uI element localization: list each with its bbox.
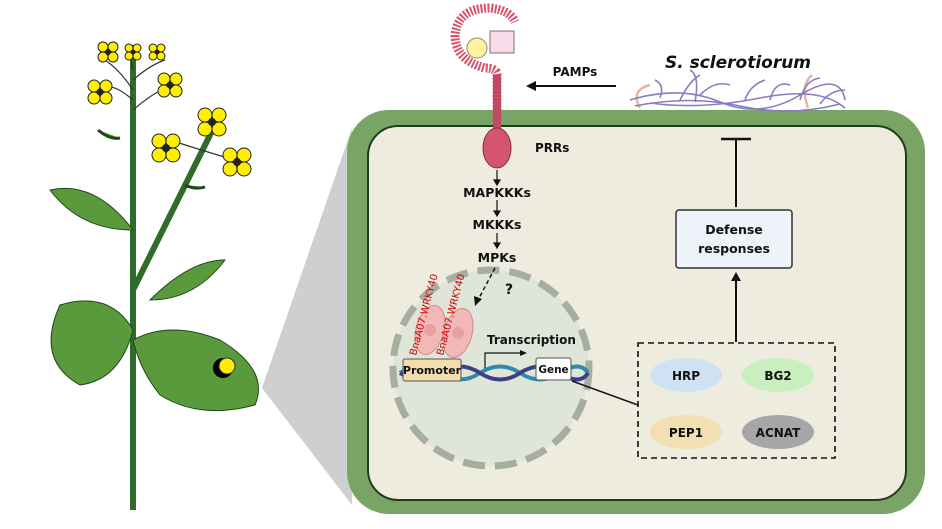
gene-hrp xyxy=(650,358,722,392)
pathogen-name: S. sclerotiorum xyxy=(665,53,811,73)
gene-box xyxy=(535,357,572,381)
defense-arrowhead xyxy=(731,272,741,281)
gene-acnat-label: ACNAT xyxy=(756,426,801,440)
cascade-arrows xyxy=(492,170,502,250)
wrky40-proteins xyxy=(414,305,474,358)
transcription-arrow xyxy=(484,352,523,368)
pamps-label: PAMPs xyxy=(553,65,598,79)
cascade-mapkkks: MAPKKKs xyxy=(463,185,531,200)
gene-hrp-label: HRP xyxy=(672,369,700,383)
rapeseed-plant xyxy=(49,45,259,510)
gene-bg2 xyxy=(742,358,814,392)
prr-receptor xyxy=(450,3,520,169)
promoter-box xyxy=(402,358,462,382)
cascade-mpks: MPKs xyxy=(478,250,517,265)
flowers xyxy=(87,41,252,177)
defense-label-2: responses xyxy=(698,241,770,256)
gene-bg2-label: BG2 xyxy=(764,369,791,383)
zoom-projection xyxy=(262,128,352,505)
pamps-arrowhead xyxy=(526,81,536,91)
prr-label: PRRs xyxy=(535,141,569,155)
cascade-mkkks: MKKKs xyxy=(473,217,522,232)
dashed-arrowhead xyxy=(474,296,482,306)
promoter-label: Promoter xyxy=(403,364,462,377)
mpk-to-wrky-dashed-arrow xyxy=(477,267,496,301)
gene-connector xyxy=(571,380,639,406)
gene-pep1-label: PEP1 xyxy=(669,426,703,440)
transcription-arrowhead xyxy=(520,350,527,356)
hyphae xyxy=(629,69,846,112)
gene-label: Gene xyxy=(538,364,568,376)
defense-genes-box xyxy=(637,342,836,459)
transcription-label: Transcription xyxy=(487,333,576,347)
gene-acnat xyxy=(742,415,814,449)
gene-pep1 xyxy=(650,415,722,449)
question-mark: ? xyxy=(505,282,513,298)
defense-responses-box xyxy=(675,209,793,269)
defense-label-1: Defense xyxy=(705,222,763,237)
